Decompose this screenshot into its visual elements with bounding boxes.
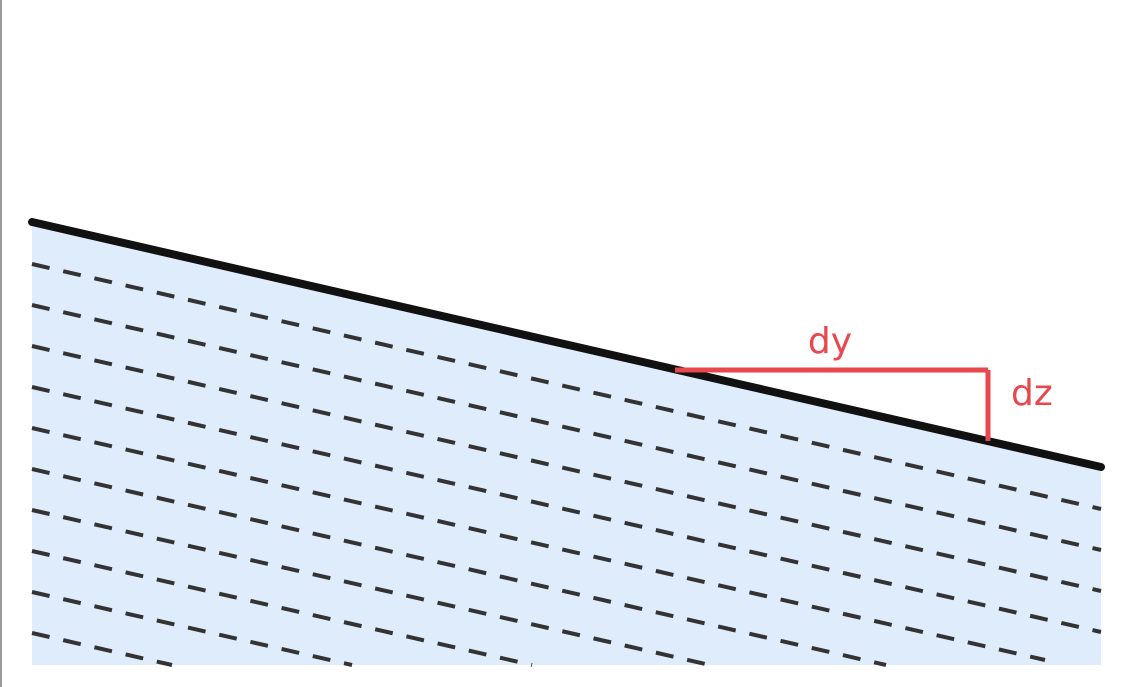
layer-line: [31, 426, 1046, 662]
layer-lines: [31, 262, 1102, 667]
layer-line: [31, 631, 173, 667]
layer-line: [31, 303, 1102, 552]
layer-line: [31, 385, 1102, 634]
layer-line: [31, 549, 533, 667]
left-border: [0, 0, 2, 687]
gradient-annotation: [675, 367, 991, 441]
dz-label: dz: [1011, 373, 1053, 414]
layer-line: [31, 344, 1102, 593]
dy-label: dy: [808, 321, 852, 362]
shaded-region: [32, 222, 1101, 665]
layer-line: [31, 508, 711, 667]
surface-line: [28, 218, 1105, 471]
layer-line: [31, 262, 1102, 511]
layer-line: [31, 590, 353, 667]
